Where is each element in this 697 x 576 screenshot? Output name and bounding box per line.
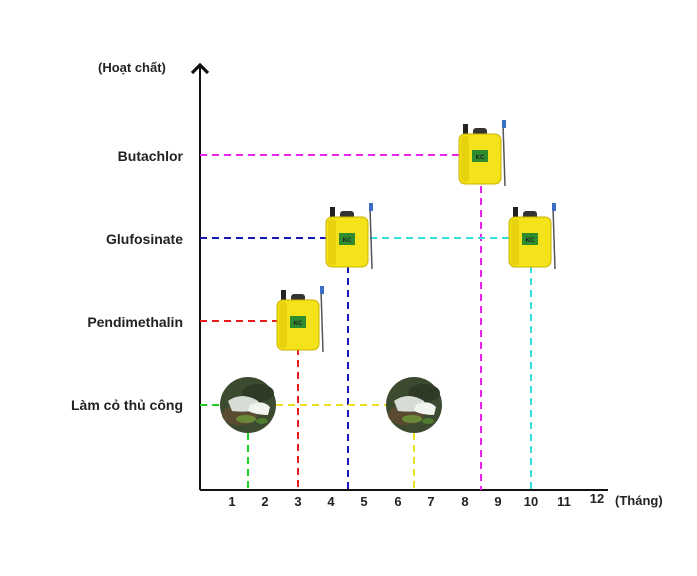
- x-tick-label: 3: [294, 494, 301, 509]
- x-tick-label: 12: [590, 491, 604, 506]
- x-axis-title: (Tháng): [615, 493, 663, 508]
- x-tick-label: 9: [494, 494, 501, 509]
- backpack-sprayer-icon: [276, 285, 325, 353]
- backpack-sprayer-icon: [508, 202, 557, 270]
- backpack-sprayer-icon: [458, 119, 507, 187]
- row-label-glufosinate: Glufosinate: [106, 231, 183, 247]
- x-tick-labels: 1 2 3 4 5 6 7 8 9 10 11 12: [228, 491, 604, 509]
- hand-weeding-photo-icon: [386, 377, 442, 433]
- x-tick-label: 2: [261, 494, 268, 509]
- x-tick-label: 10: [524, 494, 538, 509]
- row-label-pendimethalin: Pendimethalin: [87, 314, 183, 330]
- hand-weeding-photo-icon: [220, 377, 276, 433]
- y-axis-title: (Hoạt chất): [98, 60, 166, 75]
- x-tick-label: 6: [394, 494, 401, 509]
- row-label-butachlor: Butachlor: [118, 148, 184, 164]
- x-tick-label: 5: [360, 494, 367, 509]
- x-tick-label: 8: [461, 494, 468, 509]
- x-tick-label: 4: [327, 494, 335, 509]
- x-tick-label: 7: [427, 494, 434, 509]
- row-label-manual-weeding: Làm cỏ thủ công: [71, 397, 183, 413]
- x-tick-label: 11: [557, 494, 571, 509]
- x-tick-label: 1: [228, 494, 235, 509]
- backpack-sprayer-icon: [325, 202, 374, 270]
